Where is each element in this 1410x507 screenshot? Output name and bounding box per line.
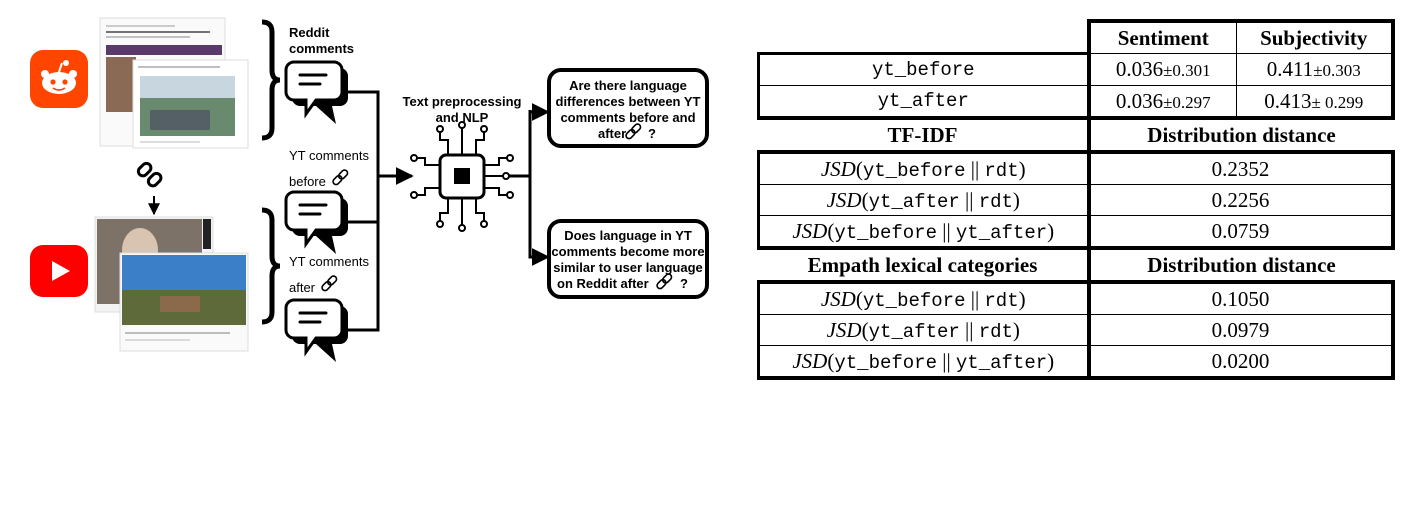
- svg-text:?: ?: [680, 276, 688, 291]
- jsd-label: JSD(yt_before || rdt): [757, 150, 1091, 185]
- reddit-comments-label-1: Reddit: [289, 25, 330, 40]
- branch-lines: [509, 103, 550, 266]
- svg-text:after: after: [598, 126, 626, 141]
- youtube-logo: [30, 245, 88, 297]
- distance-value: 0.2352: [1088, 150, 1395, 185]
- speech-bubble-icon: [284, 190, 350, 256]
- processing-label-1: Text preprocessing: [403, 94, 522, 109]
- table-row: JSD(yt_before || yt_after) 0.0200: [757, 345, 1395, 380]
- processor-chip-icon: [410, 121, 514, 232]
- tfidf-metric: Distribution distance: [1147, 122, 1336, 147]
- youtube-screenshots: [94, 216, 249, 352]
- link-icon: [331, 168, 350, 187]
- reddit-comments-label-2: comments: [289, 41, 354, 56]
- row-label: yt_after: [757, 85, 1091, 120]
- table-row: yt_before 0.036±0.301 0.411±0.303: [757, 52, 1395, 86]
- table-row: JSD(yt_before || yt_after) 0.0759: [757, 215, 1395, 250]
- distance-value: 0.0200: [1088, 345, 1395, 380]
- table-row: JSD(yt_before || rdt) 0.2352: [757, 150, 1395, 185]
- svg-text:?: ?: [648, 126, 656, 141]
- yt-before-label: YT comments: [289, 148, 369, 163]
- reddit-logo: [30, 50, 88, 108]
- section-header-row: Empath lexical categories Distribution d…: [758, 248, 1393, 282]
- svg-text:comments become more: comments become more: [551, 244, 704, 259]
- sentiment-cell: 0.036±0.297: [1088, 85, 1237, 120]
- svg-text:on Reddit after: on Reddit after: [557, 276, 649, 291]
- jsd-label: JSD(yt_before || yt_after): [757, 215, 1091, 250]
- link-icon: [320, 274, 339, 293]
- speech-bubble-icon: [284, 298, 350, 364]
- sentiment-cell: 0.036±0.301: [1088, 53, 1237, 86]
- svg-text:similar to user language: similar to user language: [553, 260, 703, 275]
- header-row: Sentiment Subjectivity: [759, 19, 1395, 54]
- yt-after-suffix: after: [289, 280, 316, 295]
- link-icon: [136, 161, 163, 188]
- question-box-1: Are there language differences between Y…: [547, 68, 709, 148]
- svg-text:Does language in YT: Does language in YT: [564, 228, 692, 243]
- svg-text:Are there language: Are there language: [569, 78, 687, 93]
- yt-before-suffix: before: [289, 174, 326, 189]
- brace-reddit: [261, 19, 281, 141]
- question-box-2: Does language in YT comments become more…: [547, 219, 709, 299]
- subjectivity-cell: 0.411±0.303: [1236, 53, 1395, 86]
- table-row: JSD(yt_after || rdt) 0.0979: [757, 314, 1395, 346]
- jsd-label: JSD(yt_after || rdt): [757, 314, 1091, 346]
- distance-value: 0.2256: [1088, 184, 1395, 216]
- subjectivity-cell: 0.413± 0.299: [1236, 85, 1395, 120]
- empath-title: Empath lexical categories: [758, 248, 1091, 282]
- distance-value: 0.1050: [1088, 280, 1395, 315]
- svg-text:comments before and: comments before and: [560, 110, 695, 125]
- sentiment-header: Sentiment: [1086, 19, 1237, 54]
- results-table: Sentiment Subjectivity yt_before 0.036±0…: [757, 19, 1395, 380]
- jsd-label: JSD(yt_before || yt_after): [757, 345, 1091, 380]
- distance-value: 0.0759: [1088, 215, 1395, 250]
- speech-bubble-icon: [284, 60, 350, 126]
- tfidf-title: TF-IDF: [758, 118, 1091, 152]
- table-row: yt_after 0.036±0.297 0.413± 0.299: [757, 85, 1395, 120]
- connector-lines: [344, 90, 414, 332]
- svg-text:differences between YT: differences between YT: [556, 94, 701, 109]
- yt-after-label: YT comments: [289, 254, 369, 269]
- jsd-label: JSD(yt_after || rdt): [757, 184, 1091, 216]
- pipeline-diagram: Reddit comments YT comments before YT co…: [30, 17, 709, 364]
- brace-youtube: [261, 207, 281, 325]
- processing-label-2: and NLP: [436, 110, 489, 125]
- jsd-label: JSD(yt_before || rdt): [757, 280, 1091, 315]
- reddit-screenshots: [99, 17, 249, 149]
- distance-value: 0.0979: [1088, 314, 1395, 346]
- subjectivity-header: Subjectivity: [1236, 19, 1395, 54]
- table-row: JSD(yt_after || rdt) 0.2256: [757, 184, 1395, 216]
- empath-metric: Distribution distance: [1147, 252, 1336, 277]
- table-row: JSD(yt_before || rdt) 0.1050: [757, 280, 1395, 315]
- section-header-row: TF-IDF Distribution distance: [758, 118, 1393, 152]
- row-label: yt_before: [757, 52, 1091, 86]
